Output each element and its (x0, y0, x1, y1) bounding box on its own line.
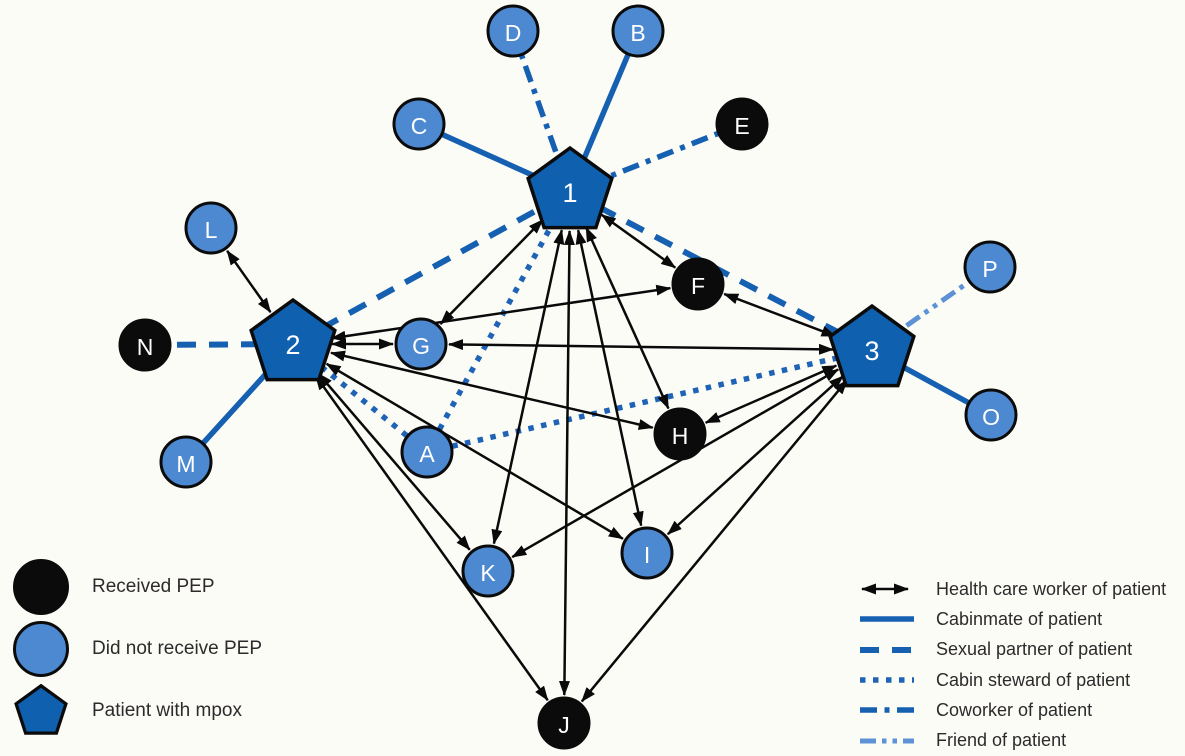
node-H: H (653, 407, 707, 461)
edge-H-2-hcw (330, 350, 654, 430)
node-label-2: 2 (285, 330, 300, 360)
edge-D-1-coworker (510, 30, 573, 193)
legend-row-friend: Friend of patient (846, 725, 1166, 755)
received-pep-symbol (12, 558, 70, 616)
node-label-H: H (672, 423, 689, 449)
node-K: K (461, 544, 515, 598)
patient-pentagon-symbol (12, 682, 70, 740)
legend-label-received-pep: Received PEP (92, 576, 215, 597)
node-3: 3 (828, 303, 916, 388)
node-label-F: F (691, 273, 705, 299)
node-label-L: L (205, 217, 218, 243)
legend-label-sexual-partner: Sexual partner of patient (936, 639, 1133, 660)
node-label-M: M (176, 451, 195, 477)
edge-F-3-hcw (723, 292, 837, 338)
legend-row-cabinmate: Cabinmate of patient (846, 604, 1166, 634)
legend-row-no-pep: Did not receive PEP (12, 618, 262, 680)
hcw-arrow-symbol (846, 582, 924, 596)
edge-J-2-hcw (314, 374, 549, 702)
node-N: N (118, 318, 172, 372)
edge-I-1-hcw (575, 229, 644, 527)
node-J: J (537, 696, 591, 750)
node-C: C (392, 97, 446, 151)
node-B: B (611, 4, 665, 58)
node-label-P: P (982, 256, 997, 282)
node-A: A (400, 425, 454, 479)
node-label-K: K (480, 560, 496, 586)
node-G: G (394, 317, 448, 371)
node-E: E (715, 97, 769, 151)
edge-L-2-hcw (226, 250, 272, 313)
legend-label-friend: Friend of patient (936, 730, 1067, 751)
sexual-partner-line-symbol (846, 643, 924, 657)
node-D: D (486, 4, 540, 58)
legend-row-patient: Patient with mpox (12, 680, 262, 742)
legend-row-cabin-steward: Cabin steward of patient (846, 665, 1166, 695)
friend-line-symbol (846, 734, 924, 748)
node-label-J: J (558, 712, 570, 738)
node-label-O: O (982, 404, 1000, 430)
edge-legend: Health care worker of patient Cabinmate … (846, 574, 1166, 756)
legend-label-coworker: Coworker of patient (936, 699, 1093, 720)
legend-row-coworker: Coworker of patient (846, 695, 1166, 725)
legend-label-patient: Patient with mpox (92, 700, 242, 721)
node-L: L (184, 201, 238, 255)
node-I: I (620, 526, 674, 580)
node-label-3: 3 (864, 336, 879, 366)
node-P: P (963, 240, 1017, 294)
no-pep-symbol (12, 620, 70, 678)
node-F: F (671, 257, 725, 311)
node-label-I: I (644, 542, 650, 568)
node-label-D: D (505, 20, 522, 46)
coworker-line-symbol (846, 703, 924, 717)
node-label-G: G (412, 333, 430, 359)
legend-label-cabinmate: Cabinmate of patient (936, 608, 1103, 629)
legend-label-cabin-steward: Cabin steward of patient (936, 669, 1131, 690)
legend-label-no-pep: Did not receive PEP (92, 638, 263, 659)
node-label-A: A (419, 441, 435, 467)
node-label-C: C (411, 113, 428, 139)
edge-N-2-sexual_partner (144, 341, 294, 348)
node-2: 2 (249, 297, 337, 382)
legend-row-sexual-partner: Sexual partner of patient (846, 635, 1166, 665)
node-M: M (159, 435, 213, 489)
node-1: 1 (526, 145, 614, 230)
node-label-N: N (137, 334, 154, 360)
cabinmate-line-symbol (846, 612, 924, 626)
edge-J-1-hcw (558, 229, 575, 697)
legend-row-received-pep: Received PEP (12, 556, 262, 618)
node-label-1: 1 (562, 178, 577, 208)
cabin-steward-line-symbol (846, 673, 924, 687)
node-O: O (964, 388, 1018, 442)
node-label-B: B (630, 20, 645, 46)
node-legend: Received PEP Did not receive PEP Patient… (12, 556, 262, 742)
edge-2-1-sexual_partner (291, 189, 572, 347)
edge-J-3-hcw (580, 379, 849, 703)
legend-label-hcw: Health care worker of patient (936, 578, 1167, 599)
legend-row-hcw: Health care worker of patient (846, 574, 1166, 604)
node-label-E: E (734, 113, 749, 139)
